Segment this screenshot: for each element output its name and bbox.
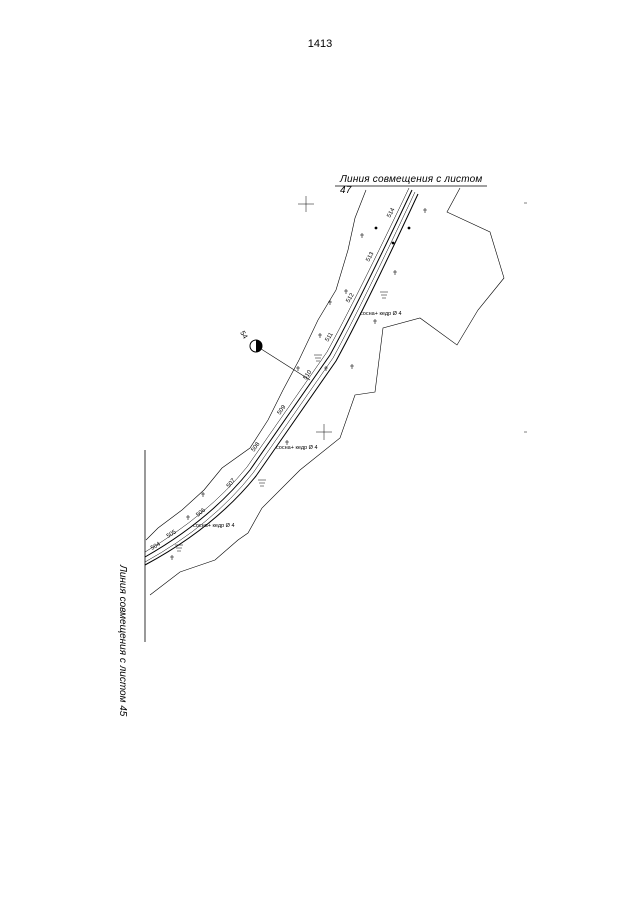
picket-label: 510: [303, 369, 314, 381]
callout-marker-fill: [256, 340, 262, 352]
picket-label: 511: [325, 331, 336, 343]
page-number: 1413: [307, 38, 333, 50]
survey-boundary-left: [145, 189, 367, 541]
match-line-left-label: Линия совмещения с листом 45: [117, 565, 128, 717]
picket-label: 508: [251, 441, 262, 453]
picket-label: 507: [226, 477, 237, 489]
picket-label: 504: [150, 541, 162, 552]
tree-species-label: сосна+ кедр Ø 4: [360, 311, 402, 317]
callout-number: 54: [238, 330, 248, 340]
grid-crosshair-1: [298, 196, 314, 212]
survey-boundary-right: [149, 187, 505, 596]
picket-label: 512: [346, 292, 357, 304]
match-line-top-label: Линия совмещения с листом 47: [340, 174, 483, 196]
picket-label: 509: [277, 404, 288, 416]
tree-symbols: [170, 208, 427, 560]
callout-leader: [257, 346, 311, 381]
picket-label: 506: [195, 507, 207, 518]
grid-crosshair-2: [316, 424, 332, 440]
picket-label: 505: [166, 529, 178, 540]
pipeline-corridor: [144, 187, 419, 566]
tree-species-label: сосна+ кедр Ø 4: [276, 445, 318, 451]
tree-species-label: сосна+ кедр Ø 4: [193, 523, 235, 529]
picket-label: 513: [365, 251, 375, 263]
marsh-symbols: [175, 291, 388, 552]
picket-label: 514: [386, 207, 396, 219]
shrub-symbols: [374, 226, 411, 245]
